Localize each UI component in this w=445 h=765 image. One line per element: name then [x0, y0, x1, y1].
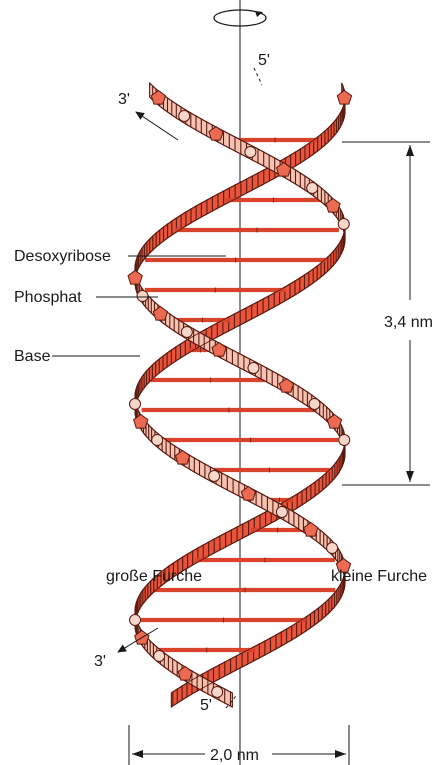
deoxyribose-sugar	[337, 91, 351, 105]
major-groove-label: große Furche	[106, 568, 202, 585]
phosphate-group	[309, 399, 320, 410]
phosphate-label: Phosphat	[14, 289, 82, 306]
deoxyribose-sugar	[128, 271, 142, 285]
base-label: Base	[14, 348, 51, 365]
phosphate-group	[248, 363, 259, 374]
minor-groove-label: kleine Furche	[331, 568, 427, 585]
phosphate-group	[152, 435, 163, 446]
phosphate-group	[209, 471, 220, 482]
phosphate-group	[245, 147, 256, 158]
phosphate-group	[179, 111, 190, 122]
phosphate-group	[181, 327, 192, 338]
phosphate-group	[130, 399, 141, 410]
top-3prime-arrow	[136, 112, 178, 140]
bottom-5prime-label: 5'	[200, 697, 212, 714]
phosphate-group	[276, 507, 287, 518]
phosphate-group	[338, 219, 349, 230]
phosphate-group	[327, 543, 338, 554]
top-3prime-label: 3'	[118, 91, 130, 108]
diameter-label: 2,0 nm	[210, 747, 259, 764]
phosphate-group	[154, 651, 165, 662]
phosphate-group	[212, 687, 223, 698]
top-strand-end-dash	[254, 68, 262, 85]
phosphate-group	[339, 435, 350, 446]
phosphate-group	[137, 291, 148, 302]
pitch-label: 3,4 nm	[384, 314, 433, 331]
phosphate-group	[307, 183, 318, 194]
phosphate-group	[130, 615, 141, 626]
strand-segment	[231, 692, 233, 707]
top-5prime-label: 5'	[258, 52, 270, 69]
bottom-3prime-label: 3'	[94, 653, 106, 670]
strand-segment	[171, 692, 173, 707]
deoxyribose-label: Desoxyribose	[14, 248, 111, 265]
